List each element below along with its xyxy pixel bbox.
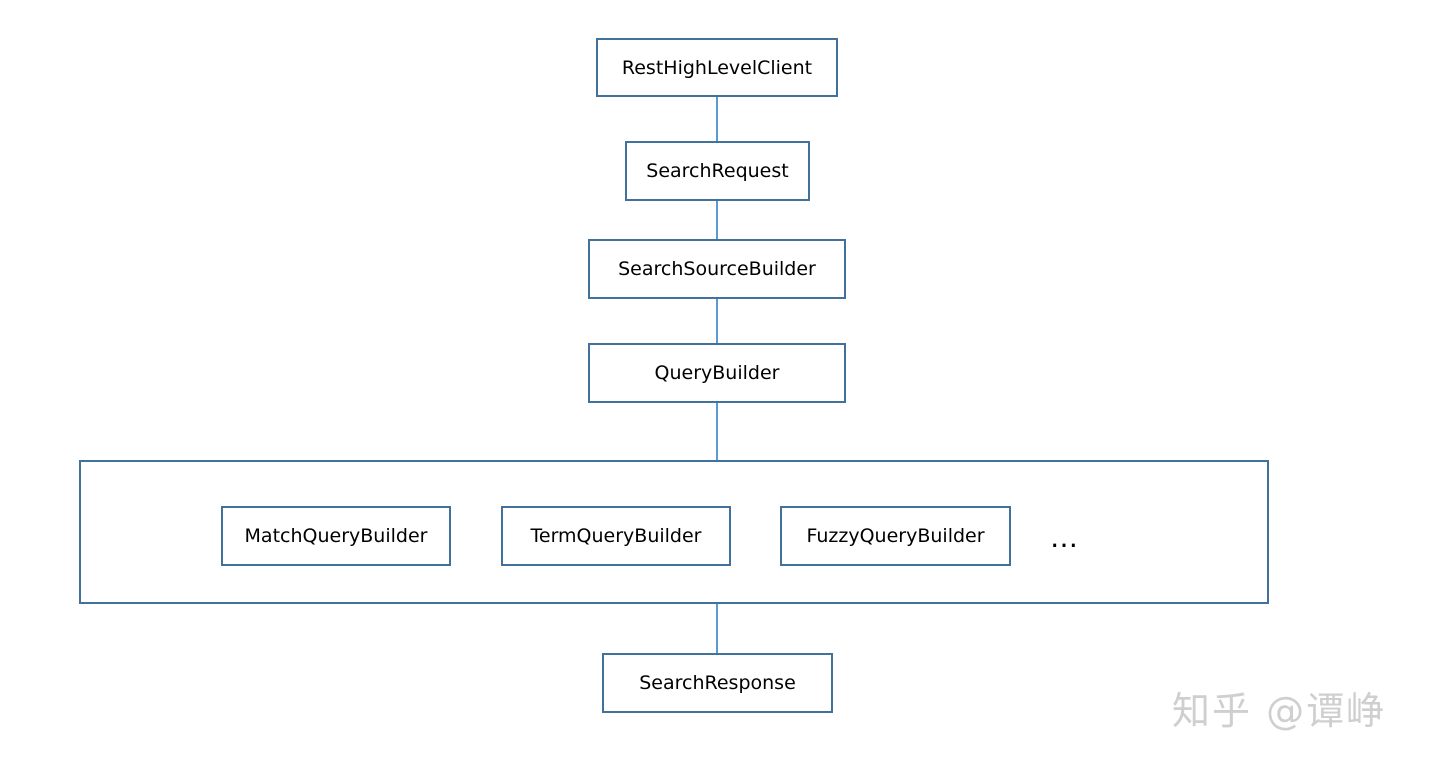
node-match-query-builder: MatchQueryBuilder <box>221 506 451 566</box>
connector-client-to-request <box>716 96 718 141</box>
more-builders-ellipsis: … <box>1050 521 1078 554</box>
node-fuzzy-query-builder: FuzzyQueryBuilder <box>780 506 1011 566</box>
connector-querybuilder-to-group <box>716 401 718 461</box>
node-search-source-builder: SearchSourceBuilder <box>588 239 846 299</box>
connector-group-to-response <box>716 602 718 654</box>
node-search-request: SearchRequest <box>625 141 810 201</box>
query-builder-implementations-group <box>79 460 1269 604</box>
node-rest-high-level-client: RestHighLevelClient <box>596 38 838 97</box>
connector-sourcebuilder-to-querybuilder <box>716 297 718 344</box>
connector-request-to-sourcebuilder <box>716 199 718 240</box>
node-query-builder: QueryBuilder <box>588 343 846 403</box>
node-search-response: SearchResponse <box>602 653 833 713</box>
node-term-query-builder: TermQueryBuilder <box>501 506 731 566</box>
watermark-text: 知乎 @谭峥 <box>1172 689 1387 733</box>
